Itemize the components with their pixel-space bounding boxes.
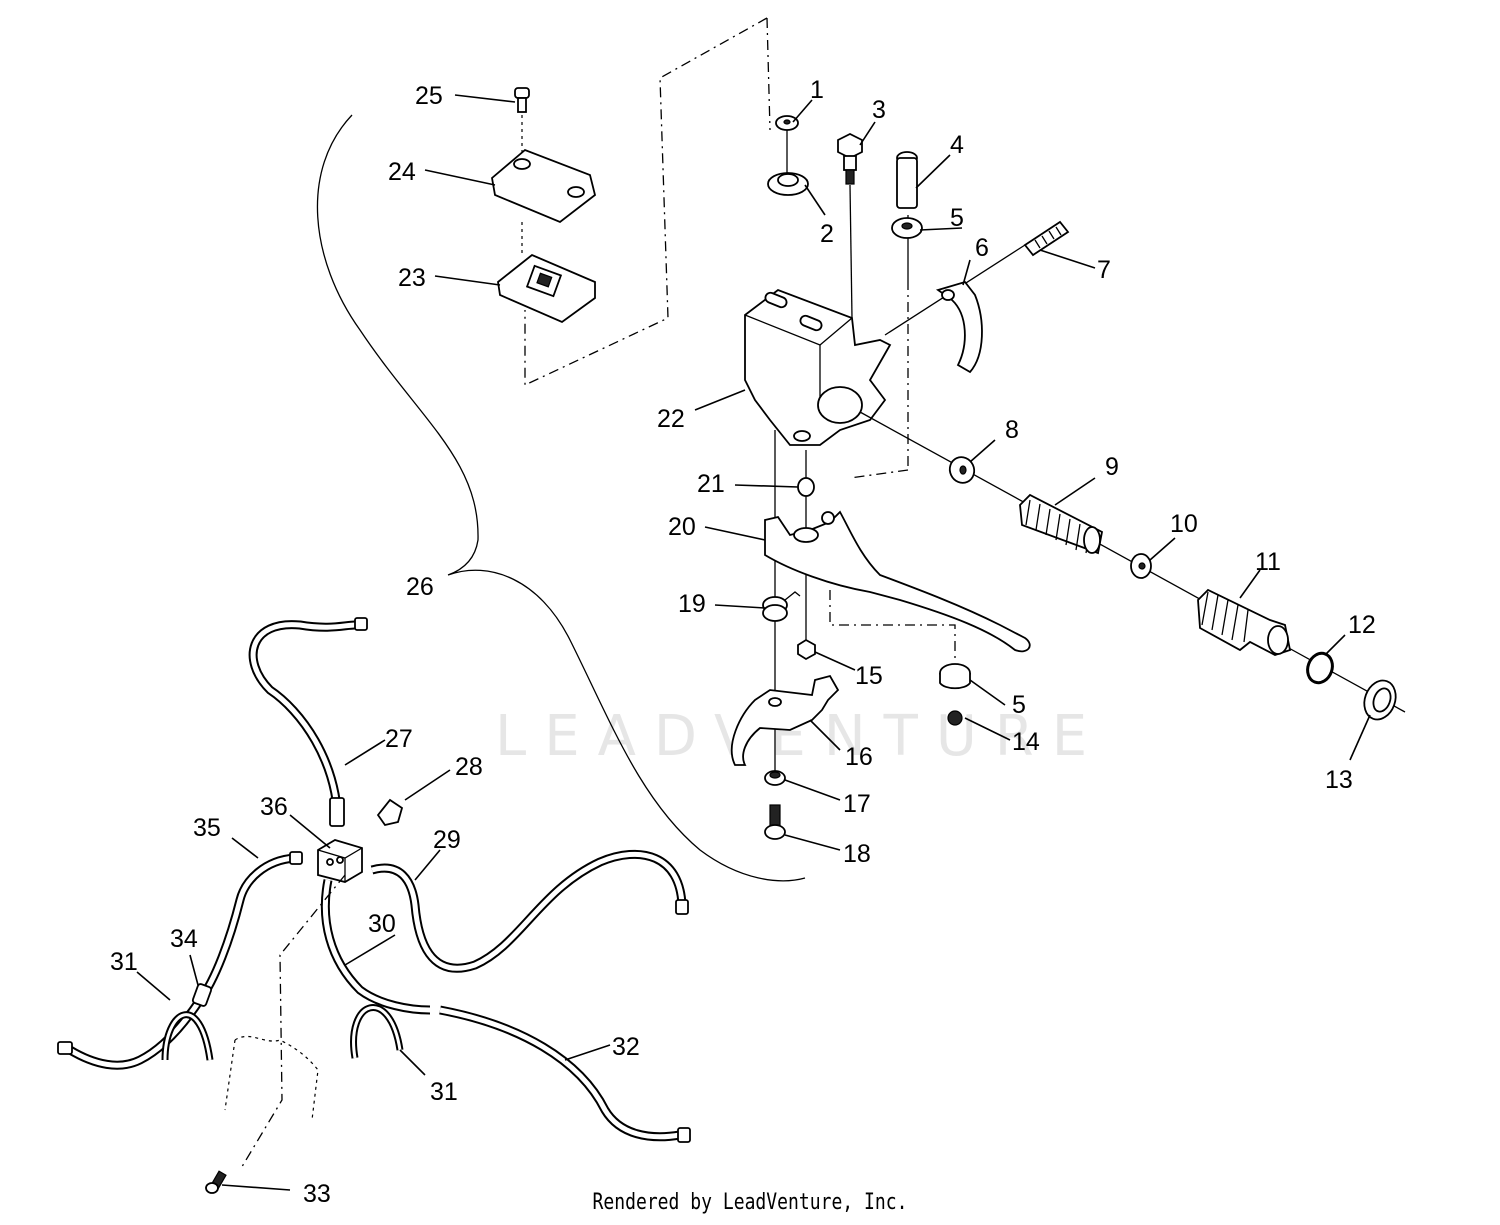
callout-31-right[interactable]: 31	[430, 1078, 458, 1106]
frame-fragment	[234, 1035, 319, 1121]
callout-16[interactable]: 16	[845, 743, 873, 771]
brake-line-35[interactable]	[57, 851, 303, 1070]
callout-1[interactable]: 1	[810, 76, 824, 104]
brake-lever-20[interactable]	[764, 510, 1031, 653]
callout-3[interactable]: 3	[872, 96, 886, 124]
callout-10[interactable]: 10	[1170, 510, 1198, 538]
callout-29[interactable]: 29	[433, 826, 461, 854]
axis-line	[239, 874, 346, 1171]
callout-27[interactable]: 27	[385, 725, 413, 753]
line-clip-31-right[interactable]	[350, 1004, 404, 1059]
footer-credit: Rendered by LeadVenture, Inc.	[592, 1190, 908, 1215]
clip-14[interactable]	[947, 710, 963, 726]
callout-32[interactable]: 32	[612, 1033, 640, 1061]
switch-28[interactable]	[376, 798, 404, 827]
callout-2[interactable]: 2	[820, 220, 834, 248]
callout-36[interactable]: 36	[260, 793, 288, 821]
piston-11[interactable]	[1197, 588, 1292, 656]
callout-23[interactable]: 23	[398, 264, 426, 292]
o-ring-12[interactable]	[1304, 650, 1337, 686]
callout-19[interactable]: 19	[678, 590, 706, 618]
diaphragm-23[interactable]	[497, 253, 596, 324]
assembly-bracket-line	[316, 114, 806, 882]
callout-26[interactable]: 26	[406, 573, 434, 601]
washer-8[interactable]	[946, 453, 979, 487]
spring-9[interactable]	[1019, 493, 1104, 555]
callouts: 25 24 23 1 2 3 4 5 6 7 8 9 10 11 12 13 1…	[110, 76, 1376, 1208]
callout-33[interactable]: 33	[303, 1180, 331, 1208]
brake-line-30[interactable]	[320, 879, 431, 1015]
screw-33[interactable]	[205, 1170, 227, 1194]
nut-15[interactable]	[797, 638, 816, 661]
bushing-2[interactable]	[767, 172, 809, 196]
callout-18[interactable]: 18	[843, 840, 871, 868]
bushing-21[interactable]	[797, 477, 815, 497]
reference-outline	[524, 17, 768, 387]
callout-12[interactable]: 12	[1348, 611, 1376, 639]
axis-line	[849, 469, 909, 479]
screw-25[interactable]	[514, 87, 530, 113]
callout-34[interactable]: 34	[170, 925, 198, 953]
master-cylinder-22[interactable]	[744, 288, 892, 446]
axis-line	[829, 590, 956, 660]
callout-8[interactable]: 8	[1005, 416, 1019, 444]
reference-outline-inner	[766, 17, 771, 131]
reservoir-cover-24[interactable]	[491, 148, 597, 224]
seal-13[interactable]	[1359, 676, 1401, 724]
callout-20[interactable]: 20	[668, 513, 696, 541]
callout-35[interactable]: 35	[193, 814, 221, 842]
clamp-6[interactable]	[935, 280, 983, 374]
callout-15[interactable]: 15	[855, 662, 883, 690]
bolt-3[interactable]	[837, 132, 863, 185]
brake-line-27[interactable]	[248, 617, 368, 827]
callout-6[interactable]: 6	[975, 234, 989, 262]
callout-9[interactable]: 9	[1105, 453, 1119, 481]
callout-7[interactable]: 7	[1097, 256, 1111, 284]
brake-line-32[interactable]	[439, 1005, 691, 1143]
torsion-spring-19[interactable]	[762, 591, 801, 622]
callout-4[interactable]: 4	[950, 131, 964, 159]
callout-11[interactable]: 11	[1255, 548, 1281, 576]
callout-13[interactable]: 13	[1325, 766, 1353, 794]
bolt-18[interactable]	[764, 804, 786, 840]
grommet-17[interactable]	[764, 770, 786, 786]
brake-line-29[interactable]	[370, 849, 689, 973]
frame-fragment-edge	[224, 1039, 236, 1111]
screw-7[interactable]	[1023, 220, 1070, 257]
washer-5-upper[interactable]	[891, 217, 923, 239]
callout-21[interactable]: 21	[697, 470, 725, 498]
callout-5[interactable]: 5	[950, 204, 964, 232]
washer-1[interactable]	[775, 115, 799, 131]
callout-5b[interactable]: 5	[1012, 691, 1026, 719]
sleeve-34[interactable]	[191, 983, 213, 1007]
washer-10[interactable]	[1130, 553, 1152, 579]
callout-25[interactable]: 25	[415, 82, 443, 110]
junction-block-36[interactable]	[317, 839, 363, 883]
callout-14[interactable]: 14	[1012, 728, 1040, 756]
callout-22[interactable]: 22	[657, 405, 685, 433]
callout-24[interactable]: 24	[388, 158, 416, 186]
bracket-16[interactable]	[730, 674, 840, 766]
pivot-pin-4[interactable]	[896, 151, 918, 209]
leader-lines	[136, 94, 1371, 1191]
axis-line	[849, 184, 853, 319]
callout-17[interactable]: 17	[843, 790, 871, 818]
line-clip-31-left[interactable]	[161, 1011, 214, 1061]
callout-31-left[interactable]: 31	[110, 948, 138, 976]
callout-28[interactable]: 28	[455, 753, 483, 781]
callout-30[interactable]: 30	[368, 910, 396, 938]
washer-5-lower[interactable]	[939, 663, 971, 690]
